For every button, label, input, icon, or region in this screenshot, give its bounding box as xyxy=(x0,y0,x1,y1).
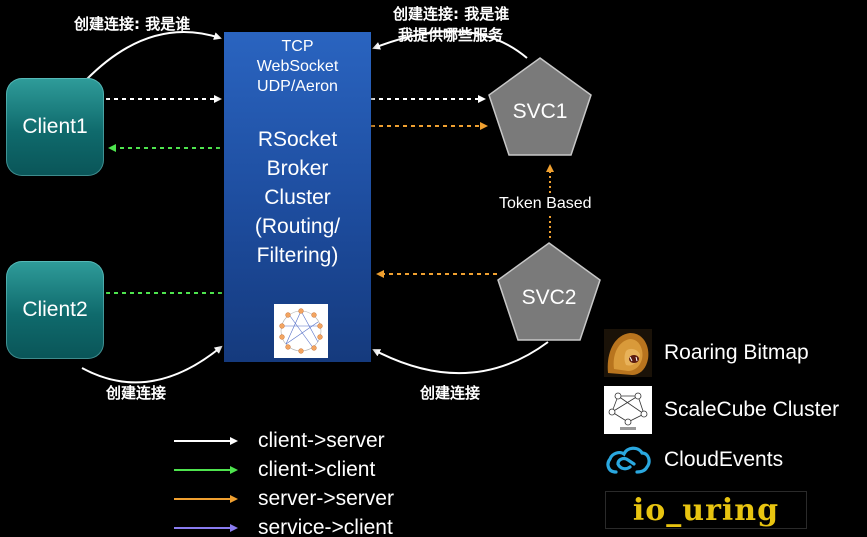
gossip-graph-icon xyxy=(604,386,652,434)
client2-connect-curve xyxy=(81,345,223,384)
legend-label: client->client xyxy=(258,458,376,481)
svc2-shape xyxy=(497,242,601,341)
svc2-connect-curve xyxy=(372,341,549,375)
legend-item-service-client: service->client xyxy=(258,515,393,537)
protocol-udp-aeron: UDP/Aeron xyxy=(257,78,338,95)
tech-roaring-bitmap: Roaring Bitmap xyxy=(604,329,809,377)
protocol-tcp: TCP xyxy=(281,38,314,55)
broker-title-line-2: Broker xyxy=(266,157,329,180)
broker-title-line-5: Filtering) xyxy=(256,244,339,267)
cluster-topology-icon xyxy=(274,304,328,358)
broker-title-line-3: Cluster xyxy=(264,186,331,209)
svc1-connect-label-line2: 我提供哪些服务 xyxy=(398,26,504,44)
svc2-label: SVC2 xyxy=(521,286,577,309)
tech-label-scalecube-cluster: ScaleCube Cluster xyxy=(664,398,840,421)
svc2-connect-label: 创建连接 xyxy=(420,384,481,402)
cloudevents-icon xyxy=(604,440,652,480)
svc1-connect-label-line1: 创建连接: 我是谁 xyxy=(393,5,510,23)
client2-connect-label: 创建连接 xyxy=(106,384,167,402)
client1-connect-label: 创建连接: 我是谁 xyxy=(74,15,191,33)
tech-scalecube-cluster: ScaleCube Cluster xyxy=(604,386,839,434)
legend-arrows xyxy=(174,437,238,532)
client1-node: Client1 xyxy=(6,78,104,176)
lion-icon xyxy=(604,329,652,377)
legend-item-server-server: server->server xyxy=(258,486,394,512)
tech-cloudevents: CloudEvents xyxy=(604,440,783,480)
svc1-shape xyxy=(488,57,592,156)
legend-label: service->client xyxy=(258,516,393,537)
client2-node: Client2 xyxy=(6,261,104,359)
svc1-label: SVC1 xyxy=(512,100,568,123)
legend-item-client-client: client->client xyxy=(258,457,375,483)
tech-label-cloudevents: CloudEvents xyxy=(664,448,784,471)
broker-title-line-1: RSocket xyxy=(257,128,338,151)
rsocket-broker-cluster: TCP WebSocket UDP/Aeron RSocket Broker C… xyxy=(224,32,371,362)
client1-connect-curve xyxy=(85,31,222,81)
client1-label: Client1 xyxy=(22,115,88,138)
legend-label: server->server xyxy=(258,487,394,510)
broker-title-line-4: (Routing/ xyxy=(254,215,341,238)
svc1-connect-curve xyxy=(372,30,528,59)
io-uring-logo: io_uring xyxy=(605,491,807,529)
legend-item-client-server: client->server xyxy=(258,428,385,454)
protocol-websocket: WebSocket xyxy=(256,58,339,75)
legend-label: client->server xyxy=(258,429,385,452)
client2-label: Client2 xyxy=(22,298,88,321)
tech-label-roaring-bitmap: Roaring Bitmap xyxy=(664,341,809,364)
token-based-label: Token Based xyxy=(496,195,595,213)
